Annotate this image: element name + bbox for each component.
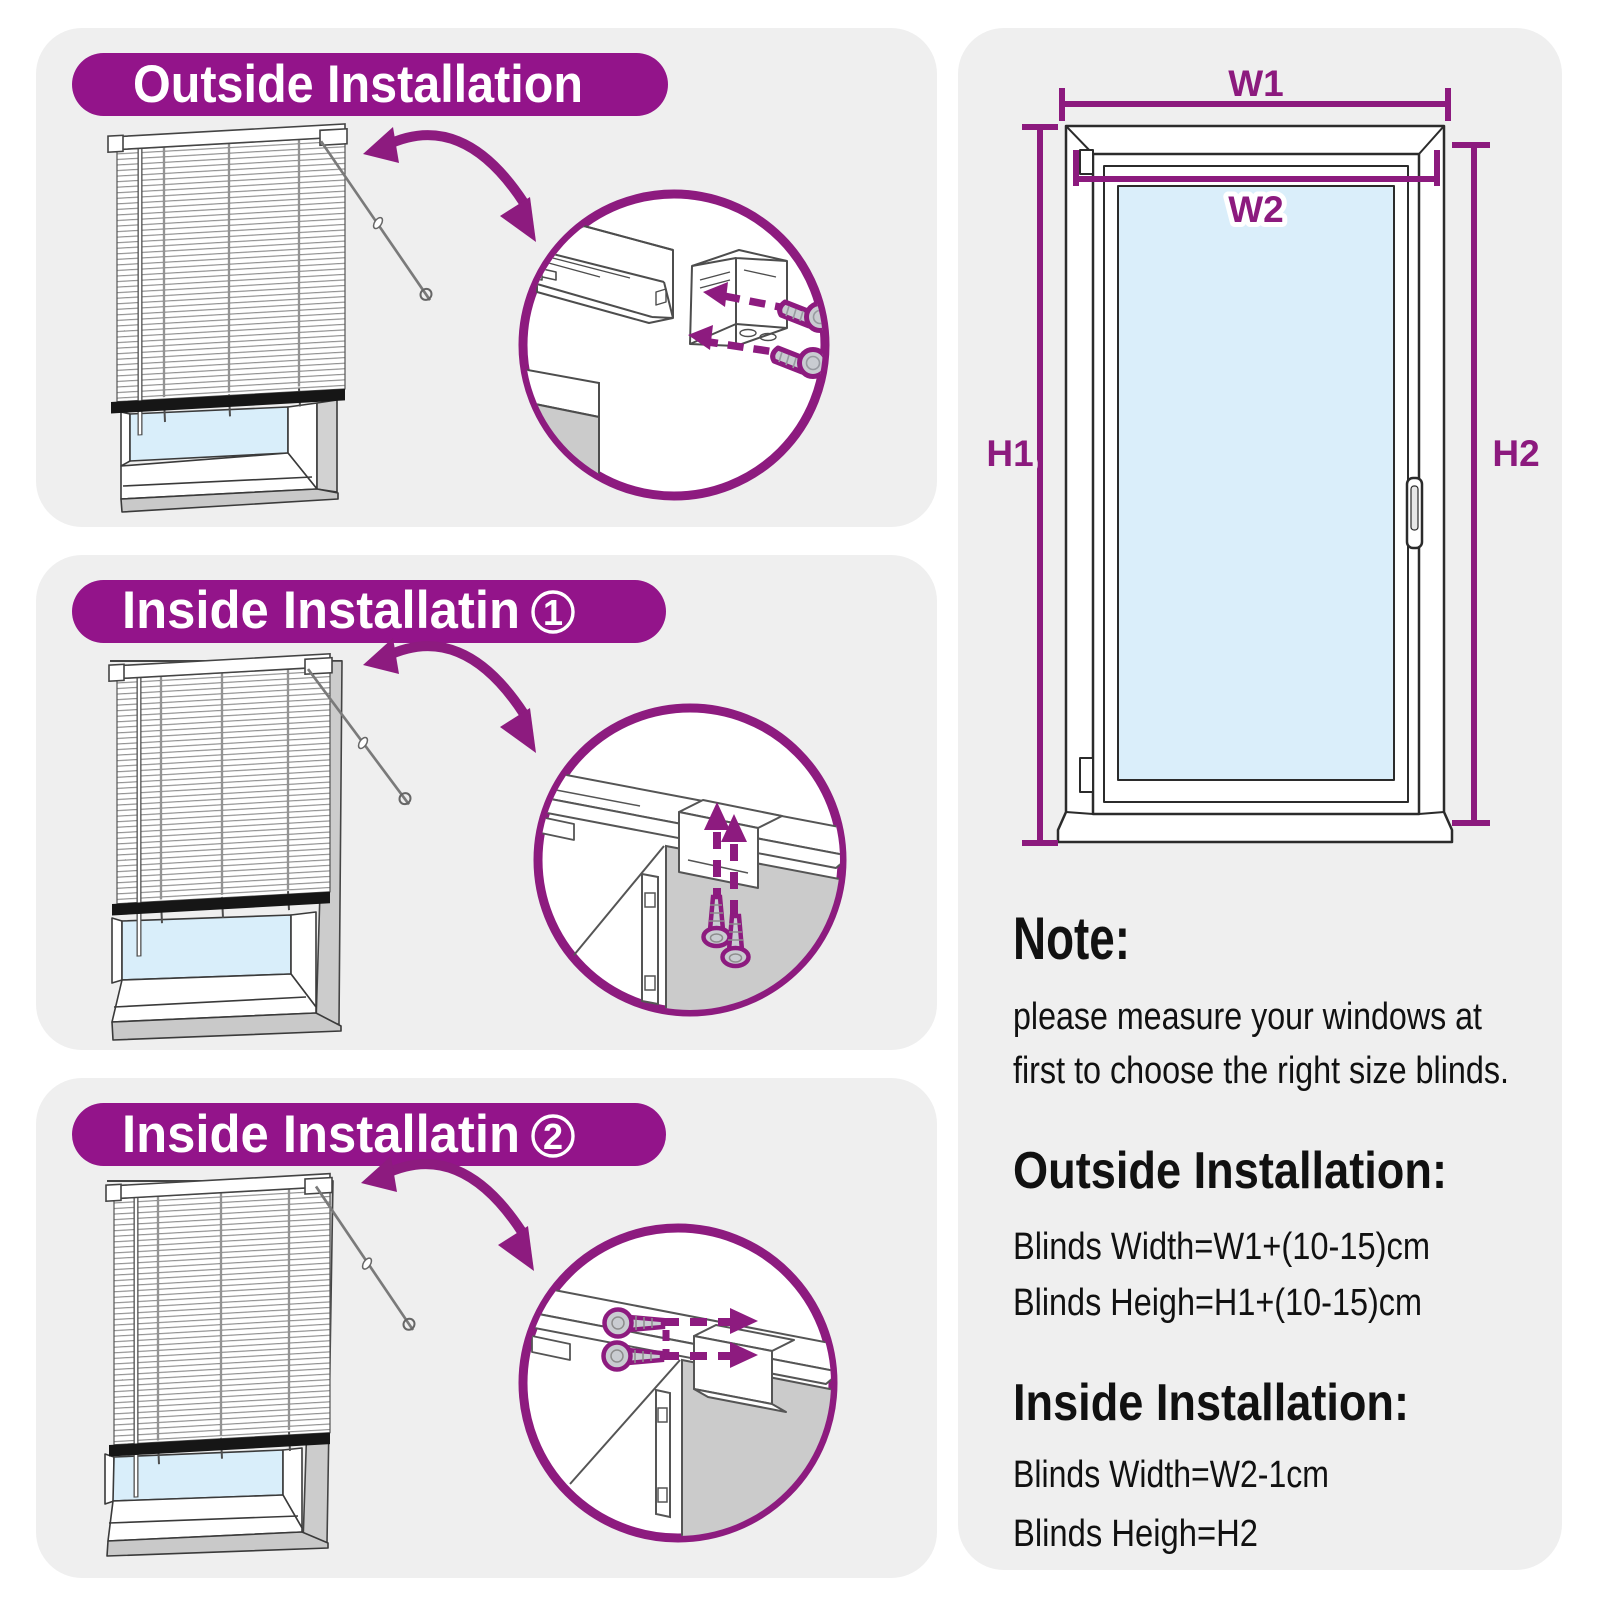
svg-text:please measure your windows at: please measure your windows at: [1013, 996, 1482, 1038]
svg-text:H1: H1: [986, 433, 1033, 474]
svg-text:Outside Installation:: Outside Installation:: [1013, 1142, 1447, 1200]
svg-text:Inside Installation:: Inside Installation:: [1013, 1374, 1409, 1432]
svg-text:W2: W2: [1228, 189, 1284, 230]
svg-text:Outside Installation: Outside Installation: [133, 55, 583, 114]
svg-text:Inside Installatin: Inside Installatin: [122, 1105, 520, 1164]
svg-text:Blinds Width=W2-1cm: Blinds Width=W2-1cm: [1013, 1454, 1329, 1496]
svg-text:W1: W1: [1228, 63, 1284, 104]
svg-text:Blinds Width=W1+(10-15)cm: Blinds Width=W1+(10-15)cm: [1013, 1226, 1430, 1268]
svg-text:first to choose the right size: first to choose the right size blinds.: [1013, 1050, 1509, 1092]
svg-text:2: 2: [543, 1116, 563, 1157]
svg-text:Inside Installatin: Inside Installatin: [122, 581, 520, 640]
svg-text:Note:: Note:: [1013, 905, 1130, 972]
svg-text:Blinds Heigh=H2: Blinds Heigh=H2: [1013, 1513, 1258, 1555]
svg-text:1: 1: [543, 592, 563, 633]
svg-text:Blinds Heigh=H1+(10-15)cm: Blinds Heigh=H1+(10-15)cm: [1013, 1282, 1422, 1324]
svg-text:H2: H2: [1492, 433, 1539, 474]
